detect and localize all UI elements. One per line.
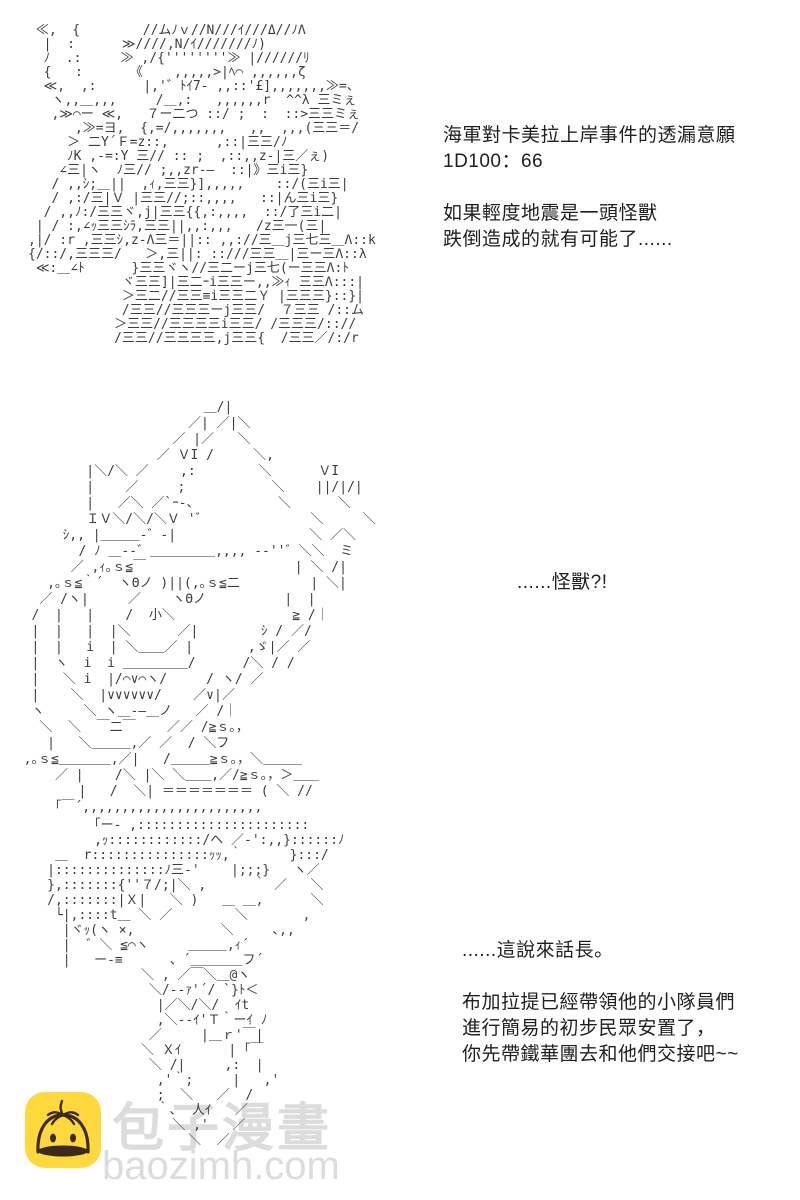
ascii-art-panel-top-character: ≪, { //ムﾉｖ//Ν///ｲ///Δ//ﾉΛ | : ≫////,Ν/ｲ/… <box>28 23 376 346</box>
ascii-art-panel-middle-character: ＿/| ／| ／|＼ ／ |／ ＼ ／ ＶI / ＼, |＼/＼ ／ ,: ＼ … <box>23 400 376 815</box>
ascii-art-panel-bottom-character: ｢ー- ,:::::::::::::::::::::: ,ｯ::::::::::… <box>47 818 345 1148</box>
watermark-site-name: 包子漫畫 <box>112 1100 333 1158</box>
narration-text-dice-roll: 海軍對卡美拉上岸事件的透漏意願 1D100：66 如果輕度地震是一頭怪獸 跌倒造… <box>443 125 736 250</box>
narration-text-bucciarati: ......這說來話長。 布加拉提已經帶領他的小隊員們 進行簡易的初步民眾安置了… <box>462 940 739 1065</box>
narration-text-kaiju-reaction: ......怪獸?! <box>517 572 608 593</box>
baozi-bun-icon <box>25 1092 101 1168</box>
watermark-site-url: baozimh.com <box>102 1144 340 1188</box>
